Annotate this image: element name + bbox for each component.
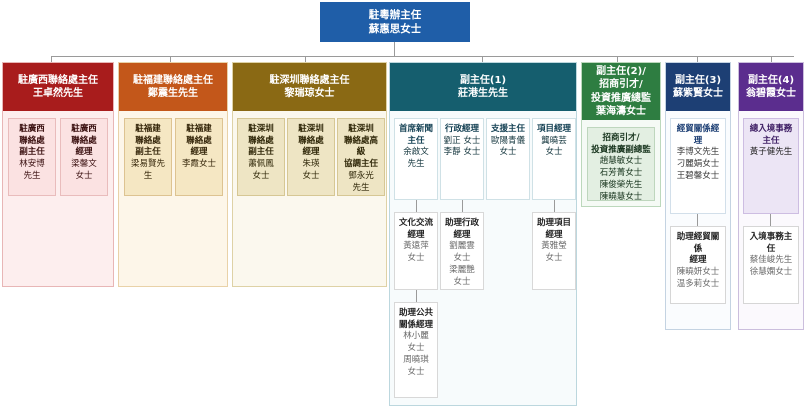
node-trade-relations-manager[interactable]: 經貿關係經理 李博文先生刁麗娟女士王碧馨女士 — [670, 118, 726, 214]
node-person: 莊港生先生 — [458, 88, 508, 99]
node-title: 駐福建聯絡處副主任 — [135, 124, 161, 158]
node-title: 行政經理 — [444, 124, 479, 134]
node-title: 項目經理 — [536, 124, 571, 134]
node-guangxi-manager[interactable]: 駐廣西聯絡處經理 梁馨文女士 — [60, 118, 108, 196]
node-person: 王卓然先生 — [33, 88, 83, 99]
connector-d3-l3 — [697, 214, 698, 226]
node-title: 招商引才/投資推廣副總監 — [591, 133, 651, 155]
node-fujian-manager[interactable]: 駐福建聯絡處經理 李霞女士 — [175, 118, 223, 196]
node-fujian-deputy-director[interactable]: 駐福建聯絡處副主任 梁易賢先生 — [124, 118, 172, 196]
node-title: 總入境事務主任 — [749, 124, 793, 146]
branch-guangxi: 駐廣西聯絡處主任 王卓然先生 駐廣西聯絡處副主任 林安博先生 駐廣西聯絡處經理 … — [2, 62, 114, 287]
node-investment-promotion-deputy-director[interactable]: 招商引才/投資推廣副總監 趙慧敏女士石芳菁女士陳俊榮先生陳曉慧女士 — [587, 127, 655, 202]
connector-root-stem — [394, 42, 395, 56]
node-person: 梁馨文女士 — [71, 159, 97, 181]
node-person: 梁易賢先生 — [130, 159, 165, 181]
branch-deputy-3: 副主任(3) 蘇紫賢女士 經貿關係經理 李博文先生刁麗娟女士王碧馨女士 助理經貿… — [665, 62, 731, 330]
node-assistant-public-relations-manager[interactable]: 助理公共關係經理 林小麗女士周曉琪女士 — [394, 302, 438, 398]
node-person: 歐陽青儀女士 — [490, 135, 525, 158]
node-title: 助理行政經理 — [444, 218, 479, 240]
node-deputy-1[interactable]: 副主任(1) 莊港生先生 — [390, 63, 576, 111]
branch-deputy-2: 副主任(2)/招商引才/投資推廣總監 葉海濤女士 招商引才/投資推廣副總監 趙慧… — [581, 62, 661, 207]
node-shenzhen-deputy-director[interactable]: 駐深圳聯絡處副主任 蕭佩鳳女士 — [237, 118, 285, 196]
node-person: 黎瑞琼女士 — [284, 88, 335, 99]
node-shenzhen-director[interactable]: 駐深圳聯絡處主任 黎瑞琼女士 — [233, 63, 386, 111]
node-person: 李博文先生刁麗娟女士王碧馨女士 — [676, 147, 720, 181]
root-person: 蘇惠思女士 — [368, 23, 422, 35]
node-assistant-trade-relations-manager[interactable]: 助理經貿關係經理 陳曉妍女士温多莉女士 — [670, 226, 726, 304]
connector-d1-l4 — [416, 290, 417, 302]
node-chief-immigration-officer[interactable]: 總入境事務主任 黃子健先生 — [743, 118, 799, 214]
node-assistant-administration-manager[interactable]: 助理行政經理 劉麗雲女士梁麗艷女士 — [440, 212, 484, 290]
node-person: 趙慧敏女士石芳菁女士陳俊榮先生陳曉慧女士 — [599, 156, 643, 202]
node-person: 陳曉妍女士温多莉女士 — [676, 267, 720, 289]
node-title: 入境事務主任 — [749, 232, 793, 254]
node-title: 副主任(4) — [747, 74, 795, 86]
node-person: 蕭佩鳳女士 — [248, 159, 274, 181]
node-shenzhen-senior-coordinator[interactable]: 駐深圳聯絡處高級協調主任 鄧永光先生 — [337, 118, 385, 196]
node-title: 駐福建聯絡處經理 — [186, 124, 212, 158]
root-node[interactable]: 駐粵辦主任 蘇惠思女士 — [320, 2, 470, 42]
root-title: 駐粵辦主任 — [368, 8, 422, 21]
connector-d1-c1 — [416, 200, 417, 212]
node-person: 李霞女士 — [181, 159, 216, 170]
node-person: 蘇紫賢女士 — [673, 88, 723, 99]
node-shenzhen-manager[interactable]: 駐深圳聯絡處經理 朱瑛女士 — [287, 118, 335, 196]
connector-d1-c2 — [462, 200, 463, 212]
connector-bus — [51, 56, 794, 57]
branch-deputy-4: 副主任(4) 翁碧霞女士 總入境事務主任 黃子健先生 入境事務主任 蔡佳峻先生徐… — [738, 62, 804, 330]
node-person: 朱瑛女士 — [302, 159, 320, 181]
node-title: 駐深圳聯絡處主任 — [269, 74, 350, 86]
node-assistant-project-manager[interactable]: 助理項目經理 黃雅瑩女士 — [532, 212, 576, 290]
branch-fujian: 駐福建聯絡處主任 鄭震生先生 駐福建聯絡處副主任 梁易賢先生 駐福建聯絡處經理 … — [118, 62, 228, 287]
node-title: 駐廣西聯絡處主任 — [18, 74, 98, 86]
branch-shenzhen: 駐深圳聯絡處主任 黎瑞琼女士 駐深圳聯絡處副主任 蕭佩鳳女士 駐深圳聯絡處經理 … — [232, 62, 387, 287]
node-administration-manager[interactable]: 行政經理 劉正 女士李靜 女士 — [440, 118, 484, 200]
node-person: 林安博先生 — [19, 159, 45, 181]
node-person: 劉正 女士李靜 女士 — [443, 135, 481, 158]
node-deputy-3[interactable]: 副主任(3) 蘇紫賢女士 — [666, 63, 730, 111]
node-title: 文化交流經理 — [398, 218, 433, 240]
node-person: 黃遠萍女士 — [403, 241, 429, 264]
node-immigration-officer[interactable]: 入境事務主任 蔡佳峻先生徐慧嫻女士 — [743, 226, 799, 304]
node-deputy-4[interactable]: 副主任(4) 翁碧霞女士 — [739, 63, 803, 111]
node-title: 駐深圳聯絡處高級協調主任 — [343, 124, 378, 170]
node-title: 駐福建聯絡處主任 — [133, 74, 213, 86]
branch-deputy-1: 副主任(1) 莊港生先生 首席新聞主任 余啟文先生 行政經理 劉正 女士李靜 女… — [389, 62, 577, 406]
node-person: 鄭震生先生 — [148, 88, 198, 99]
node-title: 駐深圳聯絡處經理 — [298, 124, 324, 158]
node-cultural-exchange-manager[interactable]: 文化交流經理 黃遠萍女士 — [394, 212, 438, 290]
node-guangxi-deputy-director[interactable]: 駐廣西聯絡處副主任 林安博先生 — [8, 118, 56, 196]
node-title: 駐廣西聯絡處經理 — [71, 124, 97, 158]
node-person: 龔曉芸女士 — [541, 135, 567, 158]
node-fujian-director[interactable]: 駐福建聯絡處主任 鄭震生先生 — [119, 63, 227, 111]
node-chief-information-officer[interactable]: 首席新聞主任 余啟文先生 — [394, 118, 438, 200]
node-deputy-2[interactable]: 副主任(2)/招商引才/投資推廣總監 葉海濤女士 — [582, 63, 660, 120]
node-person: 鄧永光先生 — [348, 170, 374, 193]
node-title: 駐廣西聯絡處副主任 — [19, 124, 45, 158]
node-person: 林小麗女士周曉琪女士 — [403, 331, 429, 377]
node-person: 黃雅瑩女士 — [541, 241, 567, 264]
node-title: 副主任(2)/招商引才/投資推廣總監 — [591, 65, 651, 104]
connector-d1-c4 — [554, 200, 555, 212]
node-person: 翁碧霞女士 — [746, 88, 796, 99]
node-title: 經貿關係經理 — [676, 124, 720, 146]
node-person: 蔡佳峻先生徐慧嫻女士 — [749, 255, 793, 278]
node-title: 駐深圳聯絡處副主任 — [248, 124, 274, 158]
node-project-manager[interactable]: 項目經理 龔曉芸女士 — [532, 118, 576, 200]
node-title: 助理項目經理 — [536, 218, 571, 240]
node-support-officer[interactable]: 支援主任 歐陽青儀女士 — [486, 118, 530, 200]
node-title: 首席新聞主任 — [398, 124, 433, 146]
connector-d4-l3 — [770, 214, 771, 226]
node-title: 助理經貿關係經理 — [676, 232, 720, 266]
node-title: 副主任(1) — [459, 74, 507, 86]
node-person: 葉海濤女士 — [596, 106, 646, 117]
node-person: 余啟文先生 — [403, 147, 429, 170]
node-title: 支援主任 — [490, 124, 525, 134]
node-person: 劉麗雲女士梁麗艷女士 — [449, 241, 475, 287]
node-title: 助理公共關係經理 — [398, 308, 433, 330]
node-person: 黃子健先生 — [749, 147, 793, 158]
node-title: 副主任(3) — [674, 74, 722, 86]
node-guangxi-director[interactable]: 駐廣西聯絡處主任 王卓然先生 — [3, 63, 113, 111]
